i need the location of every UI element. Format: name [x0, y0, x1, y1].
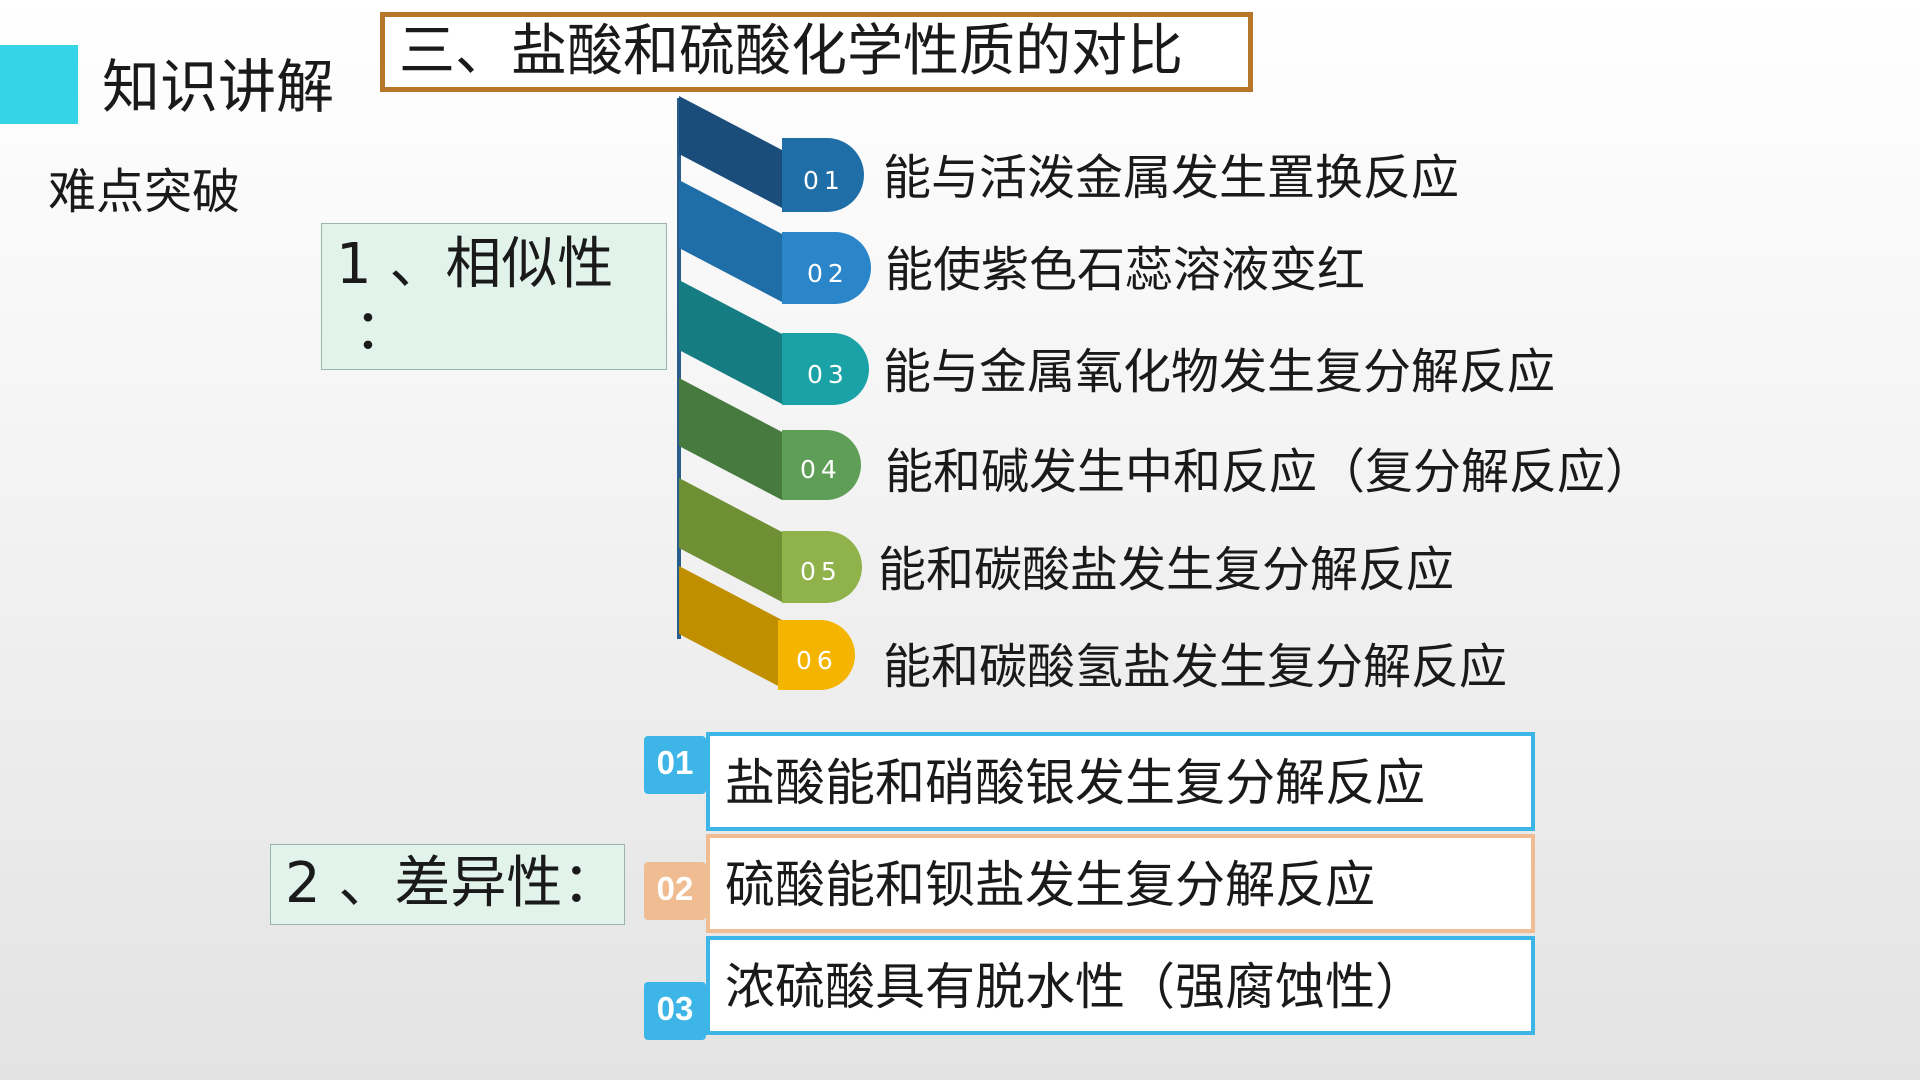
difference-num-02: 02 — [644, 862, 706, 920]
similarity-label-colon: ： — [354, 298, 410, 363]
difference-item-01: 盐酸能和硝酸银发生复分解反应 — [725, 754, 1425, 812]
similarity-item-02: 能使紫色石蕊溶液变红 — [885, 242, 1366, 298]
similarity-item-03: 能与金属氧化物发生复分解反应 — [883, 344, 1556, 400]
similarity-item-06: 能和碳酸氢盐发生复分解反应 — [883, 639, 1508, 695]
section-title: 知识讲解 — [102, 53, 335, 121]
similarity-label-box: 1 、相似性 ： — [321, 223, 667, 370]
similarity-ribbon-04: 04 — [679, 378, 861, 500]
similarity-num-04: 04 — [800, 455, 842, 484]
similarity-ribbon-02: 02 — [679, 180, 871, 304]
similarity-item-01: 能与活泼金属发生置换反应 — [883, 150, 1460, 206]
difference-row-02: 硫酸能和钡盐发生复分解反应 — [706, 834, 1535, 933]
similarity-ribbon-06: 06 — [679, 566, 855, 690]
similarity-label: 1 、相似性 — [336, 232, 614, 297]
slide-title: 三、盐酸和硫酸化学性质的对比 — [380, 12, 1253, 92]
similarity-item-04: 能和碱发生中和反应（复分解反应） — [885, 444, 1654, 500]
similarity-num-05: 05 — [800, 557, 842, 586]
similarity-num-02: 02 — [807, 259, 849, 288]
similarity-ribbon-05: 05 — [679, 478, 862, 603]
similarity-item-05: 能和碳酸盐发生复分解反应 — [878, 542, 1455, 598]
subtitle: 难点突破 — [48, 164, 241, 220]
similarity-num-01: 01 — [803, 166, 845, 195]
accent-bar — [0, 45, 78, 124]
difference-num-03: 03 — [644, 982, 706, 1040]
similarity-ribbon-01: 01 — [679, 96, 864, 212]
similarity-num-06: 06 — [796, 646, 838, 675]
difference-label-box: 2 、差异性： — [270, 844, 625, 925]
difference-label: 2 、差异性： — [285, 851, 619, 916]
difference-item-02: 硫酸能和钡盐发生复分解反应 — [725, 856, 1375, 914]
difference-row-03: 浓硫酸具有脱水性（强腐蚀性） — [706, 936, 1535, 1035]
difference-item-03: 浓硫酸具有脱水性（强腐蚀性） — [725, 958, 1425, 1016]
similarity-num-03: 03 — [807, 360, 849, 389]
difference-row-01: 盐酸能和硝酸银发生复分解反应 — [706, 732, 1535, 831]
timeline-spine — [677, 98, 681, 639]
similarity-ribbon-03: 03 — [679, 280, 869, 405]
difference-num-01: 01 — [644, 736, 706, 794]
